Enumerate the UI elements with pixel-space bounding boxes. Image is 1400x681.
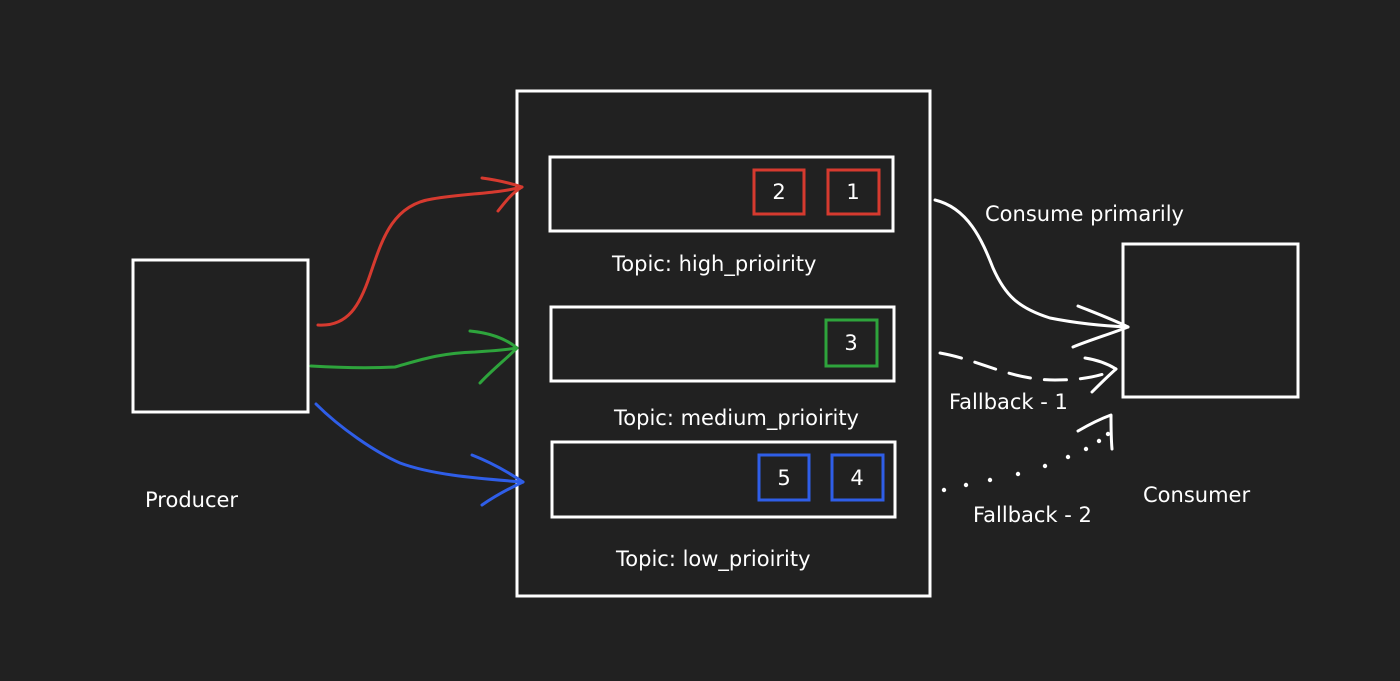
topic-high-queue bbox=[548, 155, 895, 233]
topic-low-queue bbox=[550, 440, 897, 519]
edge-label-fallback-1: Fallback - 1 bbox=[949, 390, 1068, 414]
arrow-fallback-1 bbox=[938, 351, 1118, 394]
producer-box bbox=[131, 258, 310, 414]
message-box-4 bbox=[830, 453, 885, 502]
producer-label: Producer bbox=[145, 488, 238, 512]
arrow-producer-to-high bbox=[316, 176, 524, 327]
message-box-1 bbox=[826, 168, 881, 216]
topic-medium-label: Topic: medium_prioirity bbox=[613, 406, 859, 431]
topic-medium-priority: 3 Topic: medium_prioirity bbox=[549, 305, 896, 431]
message-label-1: 1 bbox=[846, 180, 859, 204]
edge-label-fallback-2: Fallback - 2 bbox=[973, 503, 1092, 527]
message-label-2: 2 bbox=[772, 180, 785, 204]
arrow-producer-to-low bbox=[314, 402, 525, 507]
topic-low-priority: 5 4 Topic: low_prioirity bbox=[550, 440, 897, 572]
arrow-consume-primarily bbox=[933, 198, 1130, 349]
message-box-2 bbox=[752, 168, 806, 216]
consumer-box bbox=[1121, 242, 1300, 399]
message-box-5 bbox=[757, 453, 811, 502]
topic-medium-queue bbox=[549, 305, 896, 383]
message-box-3 bbox=[824, 318, 879, 368]
arrow-producer-to-medium bbox=[309, 329, 519, 385]
broker-box bbox=[515, 89, 932, 598]
topic-high-label: Topic: high_prioirity bbox=[611, 252, 816, 277]
message-label-5: 5 bbox=[777, 466, 790, 490]
topic-low-label: Topic: low_prioirity bbox=[615, 547, 811, 572]
consumer-label: Consumer bbox=[1143, 483, 1250, 507]
message-label-3: 3 bbox=[844, 331, 857, 355]
message-label-4: 4 bbox=[850, 466, 863, 490]
topic-high-priority: 2 1 Topic: high_prioirity bbox=[548, 155, 895, 277]
arrow-fallback-2 bbox=[941, 413, 1114, 493]
edge-label-consume-primarily: Consume primarily bbox=[985, 202, 1184, 226]
